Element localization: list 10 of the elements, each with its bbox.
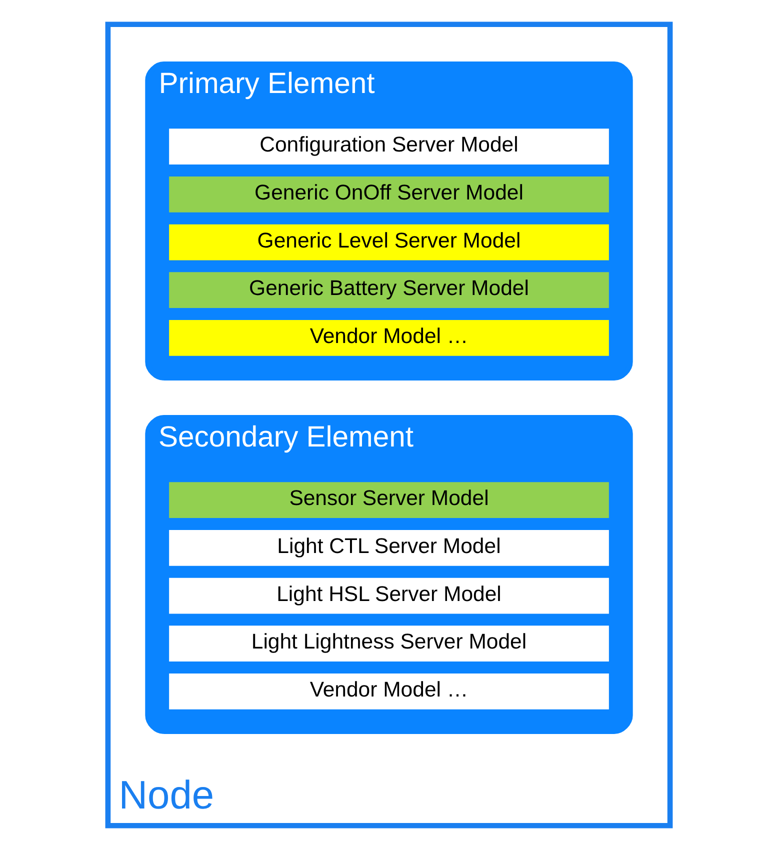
node-box: Light HSL Server Model [168,578,608,614]
node-box: Generic OnOff Server Model [168,176,608,212]
node-box: Vendor Model … [168,674,608,710]
node-box: Generic Level Server Model [168,224,608,260]
node-box: Vendor Model … [168,320,608,356]
node-box: Light CTL Server Model [168,530,608,566]
node-box: Sensor Server Model [168,482,608,518]
node-box: Configuration Server Model [168,128,608,165]
node-box: Generic Battery Server Model [168,272,608,308]
node-box: Light Lightness Server Model [168,626,608,662]
